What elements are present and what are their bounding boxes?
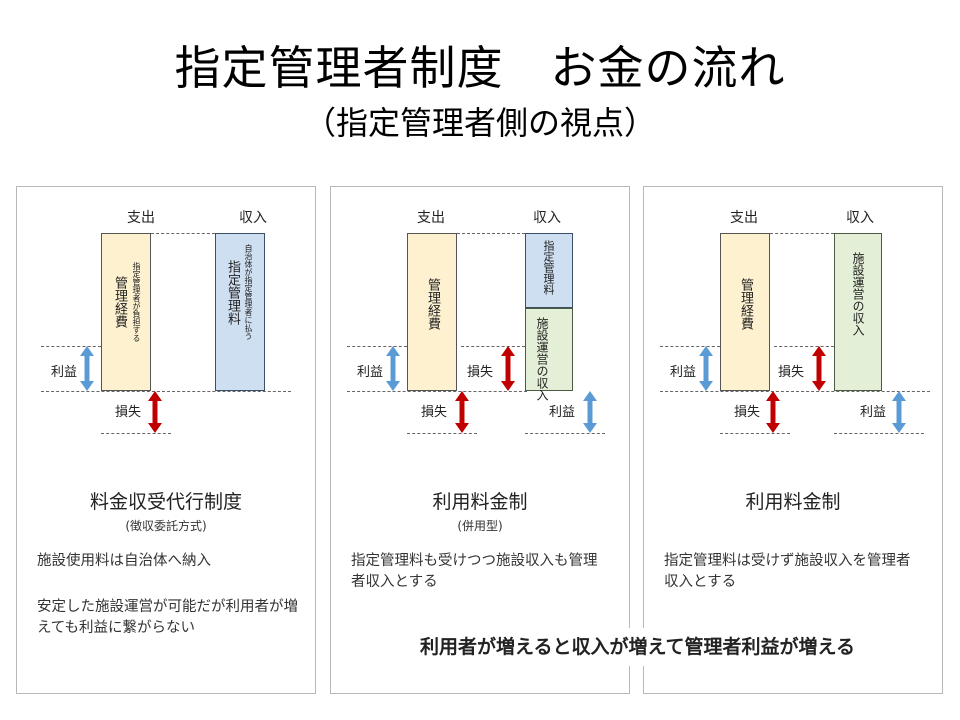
facility-revenue-label: 施設運営の収入	[535, 317, 549, 401]
management-cost-box: 管理経費	[720, 233, 770, 391]
expense-bottom-line	[660, 391, 930, 392]
profit-label: 利益	[670, 365, 697, 380]
income-bottom-line	[525, 433, 605, 434]
panel-title: 利用料金制	[745, 491, 841, 513]
management-cost-label: 管理経費	[112, 276, 127, 328]
panel-description: 指定管理料は受けず施設収入を管理者収入とする	[664, 553, 911, 590]
profit-arrow-icon	[386, 346, 400, 391]
panel-description: 施設使用料は自治体へ納入	[37, 553, 211, 569]
profit-top-line	[41, 346, 101, 347]
panel-note: 安定した施設運営が可能だが利用者が増えても利益に繋がらない	[37, 599, 298, 636]
facility-revenue-box: 施設運営の収入	[525, 308, 573, 401]
page-subtitle: （指定管理者側の視点）	[303, 104, 656, 142]
income-header: 収入	[239, 210, 267, 226]
panel-title: 利用料金制	[432, 491, 528, 513]
top-guide-line	[457, 233, 525, 234]
profit-arrow-icon	[699, 346, 713, 391]
profit-label: 利益	[51, 365, 78, 380]
income-bottom-line	[834, 433, 924, 434]
expense-header: 支出	[127, 210, 155, 226]
income-profit-arrow-icon	[583, 391, 597, 433]
loss-bottom-line	[720, 433, 790, 434]
expense-header: 支出	[417, 210, 445, 226]
designated-fee-label: 指定管理料	[542, 240, 555, 295]
management-cost-label: 管理経費	[738, 278, 753, 330]
designated-management-fee-box: 自治体が指定管理者に払う 指定管理料	[215, 233, 265, 391]
expense-bottom-line	[347, 391, 527, 392]
panel-usage-fee: 支出 収入 管理経費 施設運営の収入 利益 損失 損失 利益 利用料金制 指定管…	[643, 186, 943, 694]
management-cost-box: 管理経費	[407, 233, 457, 391]
income-header: 収入	[846, 210, 874, 226]
income-profit-arrow-icon	[892, 391, 906, 433]
income-profit-label: 利益	[860, 405, 887, 420]
profit-top-line	[347, 346, 407, 347]
page-title: 指定管理者制度 お金の流れ	[174, 41, 786, 95]
facility-revenue-label: 施設運営の収入	[851, 252, 865, 336]
loss-label: 損失	[115, 405, 142, 420]
income-bottom-line	[41, 391, 291, 392]
expense-note: 指定管理者が負担する	[132, 262, 141, 342]
profit-label: 利益	[357, 365, 384, 380]
income-loss-arrow-icon	[812, 346, 826, 391]
income-note: 自治体が指定管理者に払う	[244, 244, 253, 340]
panel-fee-collection-agency: 支出 収入 指定管理者が負担する 管理経費 自治体が指定管理者に払う 指定管理料…	[16, 186, 316, 694]
loss-bottom-line	[407, 433, 477, 434]
loss-label: 損失	[734, 405, 761, 420]
panel-title: 料金収受代行制度	[89, 491, 242, 513]
top-guide-line	[770, 233, 834, 234]
income-loss-label: 損失	[778, 365, 805, 380]
management-cost-box: 指定管理者が負担する 管理経費	[101, 233, 151, 391]
facility-revenue-box: 施設運営の収入	[834, 233, 882, 391]
top-guide-line	[151, 233, 215, 234]
panel-usage-fee-combined: 支出 収入 管理経費 指定管理料 施設運営の収入 利益 損失 損失 利益 利用料…	[330, 186, 630, 694]
management-cost-label: 管理経費	[425, 278, 440, 330]
designated-fee-label: 指定管理料	[225, 260, 240, 325]
panel-description: 指定管理料も受けつつ施設収入も管理者収入とする	[351, 553, 598, 590]
designated-management-fee-box: 指定管理料	[525, 233, 573, 308]
summary-banner: 利用者が増えると収入が増えて管理者利益が増える	[355, 628, 920, 666]
income-profit-label: 利益	[549, 405, 576, 420]
loss-label: 損失	[421, 405, 448, 420]
income-loss-label: 損失	[467, 365, 494, 380]
panel-subtitle: (併用型)	[457, 519, 503, 533]
panel-subtitle: (徴収委託方式)	[125, 519, 207, 533]
profit-arrow-icon	[80, 346, 94, 391]
expense-header: 支出	[730, 210, 758, 226]
profit-top-line	[660, 346, 720, 347]
income-loss-top-line	[461, 346, 525, 347]
income-header: 収入	[533, 210, 561, 226]
income-loss-top-line	[774, 346, 834, 347]
income-loss-arrow-icon	[501, 346, 515, 391]
loss-arrow-icon	[148, 391, 162, 433]
loss-arrow-icon	[766, 391, 780, 433]
loss-arrow-icon	[455, 391, 469, 433]
loss-bottom-line	[101, 433, 171, 434]
